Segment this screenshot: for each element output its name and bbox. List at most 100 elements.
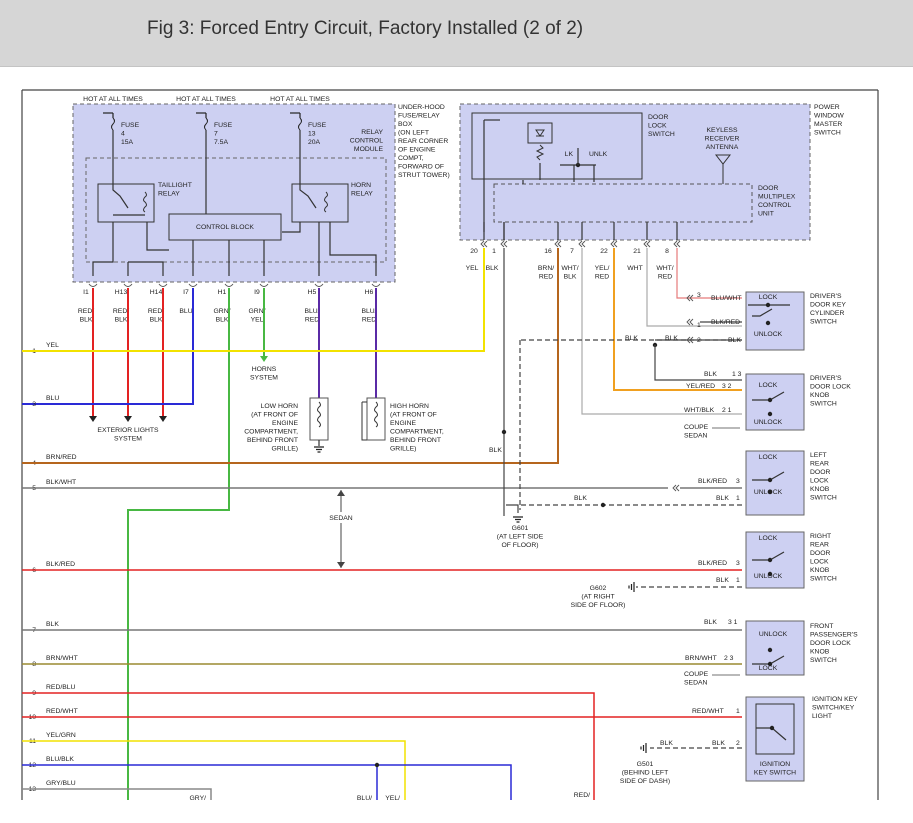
switch-name-label: KNOB — [810, 567, 830, 574]
fuse-box-label: FUSE/RELAY — [398, 113, 440, 120]
switch-name-label: SWITCH — [810, 495, 837, 502]
wire — [128, 261, 164, 276]
switch-name-label: KNOB — [810, 392, 830, 399]
connector-icon — [686, 294, 694, 302]
ground-g602-label: SIDE OF FLOOR) — [571, 602, 626, 609]
wire-label: WHT/BLK — [684, 407, 715, 414]
page-title: Fig 3: Forced Entry Circuit, Factory Ins… — [147, 18, 584, 39]
horn-body-icon — [361, 401, 367, 441]
wire-color-label: BLU/ — [361, 308, 376, 315]
sedan-label-bg — [326, 512, 358, 523]
control-block — [168, 213, 282, 241]
wire-label: GRY/BLU — [46, 780, 76, 787]
coupe-sedan-label: COUPE — [684, 671, 709, 678]
wire-color-label: BLK — [115, 317, 128, 324]
wire-color-label: BLU — [179, 308, 192, 315]
switch-name-label: RIGHT — [810, 533, 831, 540]
connector-icon — [686, 318, 694, 326]
arrow-down-icon — [159, 416, 167, 422]
wire-color-label: YEL/ — [595, 265, 610, 272]
splice-dot — [374, 762, 380, 768]
pin-label: 7 — [570, 248, 574, 255]
switch-name-label: IGNITION KEY — [812, 696, 858, 703]
wire-label: BLK — [489, 447, 502, 454]
switch-name-label: KNOB — [810, 486, 830, 493]
wire-label: BLK — [46, 621, 59, 628]
horns-system-label: SYSTEM — [250, 375, 278, 382]
wire-label: BLK — [716, 495, 729, 502]
ground-g601-label: G601 — [512, 525, 529, 532]
switch-name-label: DOOR — [810, 550, 830, 557]
high-horn-label: (AT FRONT OF — [390, 412, 437, 419]
switch-name-label: DOOR LOCK — [810, 384, 851, 391]
connector-icon — [188, 283, 198, 287]
wire — [92, 222, 114, 276]
wire-label: BLK — [712, 740, 725, 747]
wire-color-label: BLK — [80, 317, 93, 324]
switch-name-label: LOCK — [810, 559, 829, 566]
ground-g601-icon — [513, 516, 523, 523]
left-rear-door-lock-knob-switch — [745, 450, 805, 516]
high-horn-label: ENGINE — [390, 420, 417, 427]
relay-switch-contact — [112, 172, 129, 209]
low-horn-label: BEHIND FRONT — [247, 437, 298, 444]
wire-color-label: RED — [658, 274, 672, 281]
fuse-label: FUSE — [308, 122, 327, 129]
pin-label: 16 — [544, 248, 552, 255]
arrow-down-icon — [337, 562, 345, 568]
connector-icon — [314, 283, 324, 287]
arrow-down-icon — [124, 416, 132, 422]
wire-color-label: RED/ — [113, 308, 129, 315]
wire-color-label: GRN/ — [214, 308, 231, 315]
switch-name-label: REAR — [810, 542, 829, 549]
ground-g501-label: (BEHIND LEFT — [622, 770, 668, 777]
pin-label: 21 — [633, 248, 641, 255]
pin-label: 3 — [736, 560, 740, 567]
yel-wire — [22, 248, 485, 352]
pin-label: 2 — [736, 740, 740, 747]
switch-name-label: PASSENGER'S — [810, 632, 858, 639]
wire — [282, 222, 301, 233]
fuse-label: FUSE — [214, 122, 233, 129]
horn-relay-label: RELAY — [351, 191, 373, 198]
power-window-master-switch-label: SWITCH — [814, 130, 841, 137]
drivers-door-lock-knob-switch — [745, 373, 805, 431]
grn-blk-wire — [127, 288, 230, 800]
wire-color-label: RED/ — [78, 308, 94, 315]
fuse-label: 7.5A — [214, 139, 228, 146]
wire-label: BLU/WHT — [711, 295, 742, 302]
fuse-label: 20A — [308, 139, 321, 146]
wire-label: BRN/WHT — [685, 655, 717, 662]
wire-label: BRN/RED — [46, 454, 77, 461]
relay-control-module-label: CONTROL — [350, 138, 383, 145]
switch-name-label: DRIVER'S — [810, 293, 842, 300]
switch-dot — [765, 302, 771, 308]
under-hood-fuse-relay-box — [72, 103, 396, 283]
fuse-box-label: UNDER-HOOD — [398, 104, 445, 111]
power-window-master-switch-label: WINDOW — [814, 113, 844, 120]
wire-label: RED/WHT — [692, 708, 724, 715]
control-block-label: CONTROL BLOCK — [196, 224, 254, 231]
connector-icon — [158, 283, 168, 287]
wire-label: YEL/GRN — [46, 732, 76, 739]
switch-dot — [767, 477, 773, 483]
relay-control-module-label: MODULE — [354, 146, 384, 153]
pin-label: I7 — [183, 289, 189, 296]
fuse-box-label: OF ENGINE — [398, 147, 436, 154]
switch-dot — [767, 411, 773, 417]
wire-label: BLU/BLK — [46, 756, 74, 763]
ignition-key-switch — [745, 696, 805, 782]
bottom-wire-label: YEL/ — [385, 795, 400, 802]
pin-label: 1 — [736, 708, 740, 715]
ground-g501-label: G501 — [637, 761, 654, 768]
switch-name-label: LIGHT — [812, 713, 832, 720]
high-horn-label: HIGH HORN — [390, 403, 429, 410]
ignition-key-switch-label: KEY SWITCH — [754, 770, 796, 777]
sedan-label: SEDAN — [329, 515, 353, 522]
blu-wire — [22, 288, 194, 405]
yel-red-wire — [613, 248, 742, 391]
wire-color-label: RED — [362, 317, 376, 324]
relay-switch-contact — [299, 172, 317, 209]
pin-label: H13 — [115, 289, 128, 296]
